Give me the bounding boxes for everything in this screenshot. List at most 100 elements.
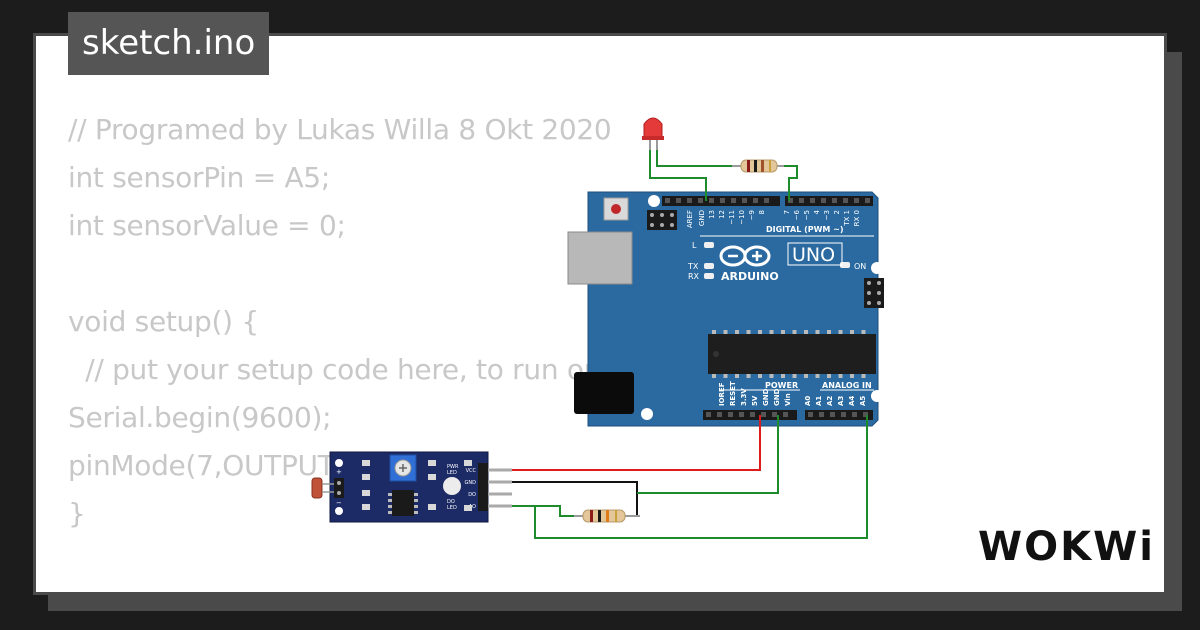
rx-led xyxy=(704,273,714,279)
chip-pin xyxy=(781,330,785,334)
digital-pin-label: ~9 xyxy=(748,210,756,220)
chip-pin xyxy=(861,374,866,378)
digital-pin-label: 12 xyxy=(718,210,726,219)
digital-pin-label: ~3 xyxy=(823,210,831,220)
wires[interactable] xyxy=(510,146,868,539)
header-hole xyxy=(852,412,857,417)
header-hole xyxy=(761,412,766,417)
digital-pin-label: 8 xyxy=(758,210,766,214)
wire-ao-a5[interactable] xyxy=(510,415,868,539)
arduino-logo xyxy=(719,245,771,267)
header-hole xyxy=(832,198,837,203)
chip-pin xyxy=(827,374,831,378)
chip-pin xyxy=(769,374,774,378)
arduino-brand-text: ARDUINO xyxy=(721,270,779,283)
chip-pin xyxy=(712,330,716,334)
header-hole xyxy=(819,412,824,417)
module-led-lens xyxy=(443,477,461,495)
module-pin-label: DO xyxy=(468,492,476,498)
l-led-label: L xyxy=(692,241,697,250)
power-label: POWER xyxy=(765,381,798,390)
wire-gnd-resistor[interactable] xyxy=(510,481,638,516)
power-jack xyxy=(574,372,634,414)
header-hole xyxy=(687,198,692,203)
header-hole xyxy=(676,198,681,203)
header-hole xyxy=(799,198,804,203)
analog-header[interactable] xyxy=(805,410,873,420)
header-hole xyxy=(830,412,835,417)
wire-ao-resistor[interactable] xyxy=(535,505,578,517)
resistor-led[interactable] xyxy=(732,159,784,173)
analog-pin-label: A1 xyxy=(815,396,823,406)
chip-pin xyxy=(804,374,808,378)
icsp-header-left xyxy=(647,210,677,230)
analog-pin-label: A4 xyxy=(848,396,856,406)
chip-pin xyxy=(850,374,854,378)
header-hole xyxy=(863,412,868,417)
potentiometer[interactable] xyxy=(389,454,417,482)
header-hole xyxy=(698,198,703,203)
analog-pin-label: A2 xyxy=(826,396,834,406)
chip-pin xyxy=(746,374,751,378)
l-led xyxy=(704,242,714,248)
chip-pin xyxy=(815,374,820,378)
code-preview: // Programed by Lukas Willa 8 Okt 2020 i… xyxy=(68,113,643,530)
photoresistor xyxy=(311,477,344,499)
header-hole xyxy=(808,412,813,417)
header-hole xyxy=(783,412,788,417)
mount-hole xyxy=(648,195,660,207)
mount-hole xyxy=(641,408,653,420)
wokwi-logo: WOKWi xyxy=(978,524,1155,570)
header-hole xyxy=(728,412,733,417)
chip-pin xyxy=(781,374,785,378)
analog-pin-label: A3 xyxy=(837,396,845,406)
digital-pin-label: AREF xyxy=(686,210,694,228)
wire-vcc-5v[interactable] xyxy=(510,415,761,471)
header-hole xyxy=(706,412,711,417)
chip-pin xyxy=(723,330,728,334)
chip-pin xyxy=(827,330,831,334)
usb-port xyxy=(567,231,633,285)
wire-led-gnd[interactable] xyxy=(649,146,707,201)
header-hole xyxy=(843,198,848,203)
chip-pin xyxy=(758,374,762,378)
chip-pin xyxy=(838,330,843,334)
icsp-header-right xyxy=(864,278,884,308)
chip-pin xyxy=(815,330,820,334)
header-hole xyxy=(720,198,725,203)
power-pin-label: 5V xyxy=(751,395,759,406)
mount-hole xyxy=(871,262,883,274)
wire-resistor-pin7[interactable] xyxy=(780,165,798,201)
header-hole xyxy=(821,198,826,203)
analog-in-label: ANALOG IN xyxy=(822,381,872,390)
module-mount-hole xyxy=(335,459,343,467)
chip-pin xyxy=(804,330,808,334)
comparator-chip xyxy=(388,490,418,516)
chip-pin xyxy=(758,330,762,334)
chip-pin xyxy=(792,330,797,334)
uno-label-box xyxy=(787,242,843,266)
power-pin-label: RESET xyxy=(729,381,737,406)
chip-pin xyxy=(735,330,739,334)
wire-led-resistor[interactable] xyxy=(656,146,735,167)
digital-pin-label: GND xyxy=(698,210,706,226)
analog-pin-label: A5 xyxy=(859,396,867,406)
analog-pin-label: A0 xyxy=(804,396,812,406)
chip-pin xyxy=(712,374,716,378)
wire-gnd-board[interactable] xyxy=(637,415,779,494)
header-hole xyxy=(764,198,769,203)
digital-pin-label: 7 xyxy=(783,210,791,214)
header-hole xyxy=(665,198,670,203)
digital-pin-label: TX 1 xyxy=(843,210,851,227)
power-pin-label: IOREF xyxy=(718,382,726,406)
resistor-sensor[interactable] xyxy=(574,509,640,523)
digital-pin-label: RX 0 xyxy=(853,210,861,226)
chip-pin xyxy=(792,374,797,378)
red-led[interactable] xyxy=(642,117,664,150)
